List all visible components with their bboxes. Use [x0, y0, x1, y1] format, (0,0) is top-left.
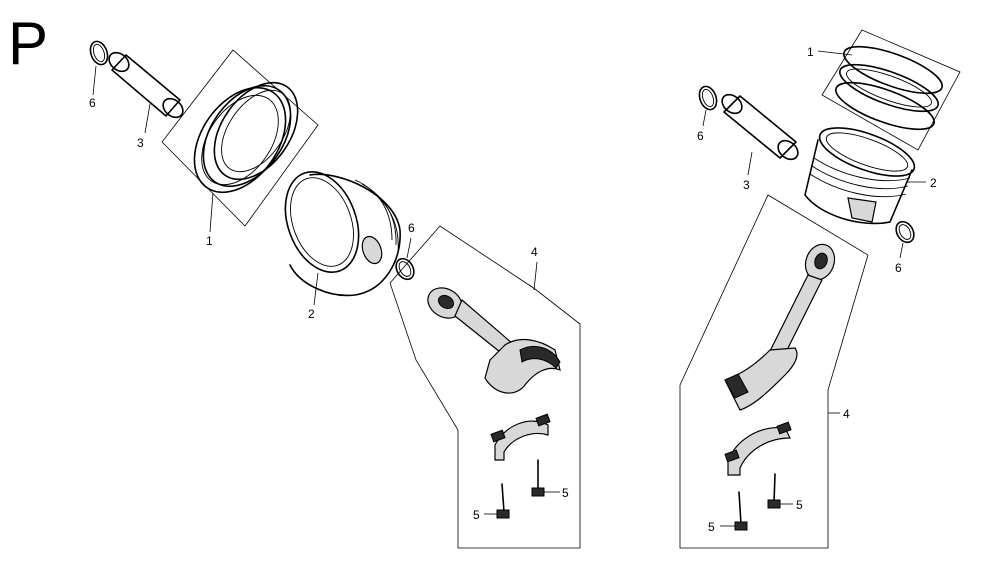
right-piston-ring-set[interactable] — [821, 29, 961, 151]
right-callout-piston: 2 — [930, 176, 937, 190]
page-letter: P — [8, 10, 49, 77]
left-callout-ring-set: 1 — [206, 234, 213, 248]
left-rod-bolt-b[interactable] — [496, 483, 510, 519]
right-callout-clip-inner: 6 — [895, 261, 902, 275]
left-piston[interactable] — [272, 162, 401, 297]
left-piston-ring-set[interactable] — [161, 49, 319, 227]
left-connecting-rod[interactable] — [422, 282, 561, 394]
left-assembly: 6 3 1 2 — [87, 39, 581, 549]
right-callout-bolt-b: 5 — [708, 520, 715, 534]
left-callout-clip-inner: 6 — [408, 221, 415, 235]
left-rod-cap[interactable] — [490, 413, 551, 461]
right-callout-bolt-a: 5 — [796, 498, 803, 512]
right-rod-bolt-a[interactable] — [767, 473, 781, 509]
right-piston[interactable] — [804, 118, 920, 225]
left-callout-clip-outer: 6 — [89, 96, 96, 110]
left-callout-connecting-rod: 4 — [531, 245, 538, 259]
left-piston-pin[interactable] — [105, 49, 186, 121]
right-rod-bolt-b[interactable] — [734, 491, 748, 531]
right-callout-clip-outer: 6 — [697, 129, 704, 143]
left-callout-piston: 2 — [308, 307, 315, 321]
left-connecting-rod-box — [389, 225, 581, 549]
right-callout-connecting-rod: 4 — [843, 407, 850, 421]
left-callout-piston-pin: 3 — [137, 136, 144, 150]
right-assembly: 1 6 3 2 — [679, 29, 961, 549]
left-callout-bolt-a: 5 — [562, 486, 569, 500]
right-piston-pin-clip-outer[interactable] — [696, 84, 719, 112]
left-piston-pin-clip-inner[interactable] — [393, 255, 418, 282]
right-callout-ring-set: 1 — [807, 45, 814, 59]
right-connecting-rod[interactable] — [724, 240, 839, 411]
left-callout-bolt-b: 5 — [473, 508, 480, 522]
right-rod-cap[interactable] — [724, 421, 792, 476]
right-callout-piston-pin: 3 — [743, 178, 750, 192]
left-piston-pin-clip-outer[interactable] — [87, 39, 110, 67]
right-connecting-rod-box — [679, 194, 869, 549]
right-piston-pin-clip-inner[interactable] — [893, 218, 918, 245]
left-rod-bolt-a[interactable] — [531, 459, 545, 497]
right-piston-pin[interactable] — [718, 91, 801, 163]
